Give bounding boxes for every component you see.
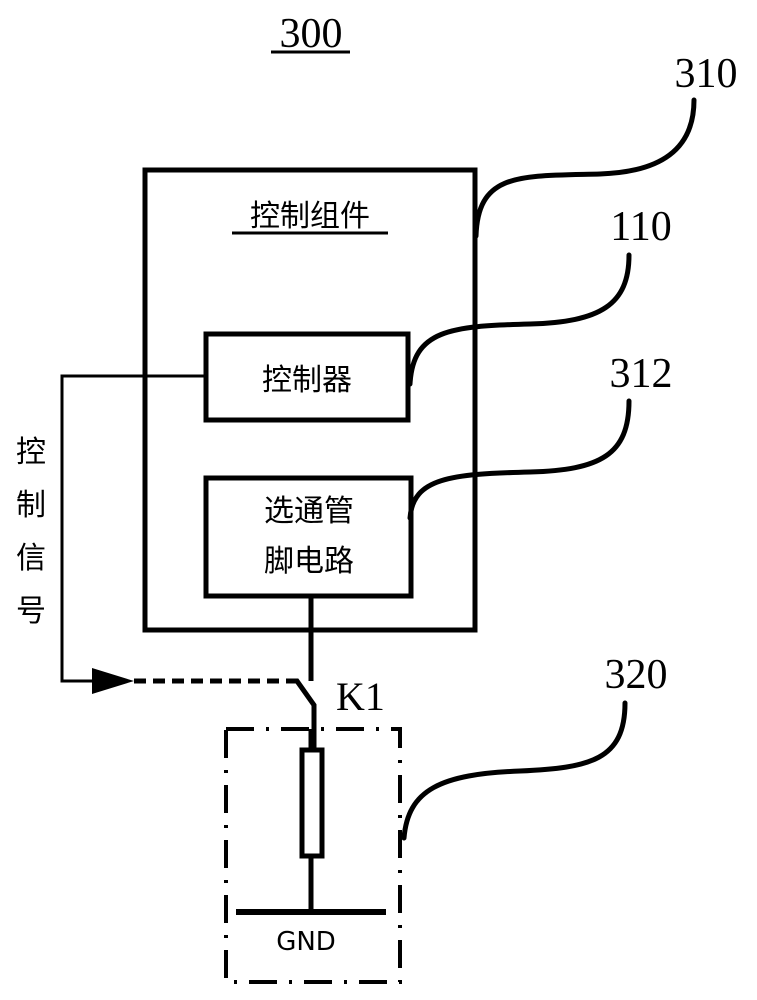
ref-110: 110 bbox=[610, 204, 671, 250]
pulldown-module-boundary bbox=[224, 727, 402, 984]
signal-label-char-3: 信 bbox=[16, 541, 46, 576]
ground-label: GND bbox=[276, 927, 336, 957]
controller-label: 控制器 bbox=[262, 363, 352, 398]
signal-label-char-2: 制 bbox=[16, 488, 46, 523]
control-signal-wire bbox=[60, 374, 206, 683]
leader-110 bbox=[407, 252, 632, 387]
ref-310: 310 bbox=[675, 51, 738, 97]
ref-320: 320 bbox=[605, 652, 668, 698]
leader-312 bbox=[407, 398, 632, 521]
switch-k1-blade bbox=[288, 678, 317, 752]
resistor-icon bbox=[299, 747, 325, 859]
gating-pin-circuit-label-line1: 选通管 bbox=[264, 494, 354, 529]
leader-320 bbox=[401, 700, 628, 841]
control-assembly-label: 控制组件 bbox=[250, 199, 370, 234]
switch-k1-label: K1 bbox=[336, 674, 385, 719]
signal-label-char-4: 号 bbox=[16, 594, 46, 629]
leader-310 bbox=[473, 97, 697, 239]
ref-312: 312 bbox=[610, 351, 673, 397]
gating-pin-circuit-label-line2: 脚电路 bbox=[264, 544, 354, 579]
signal-label-char-1: 控 bbox=[16, 435, 46, 470]
control-signal-arrow-icon bbox=[92, 668, 134, 694]
figure-number: 300 bbox=[280, 11, 343, 57]
